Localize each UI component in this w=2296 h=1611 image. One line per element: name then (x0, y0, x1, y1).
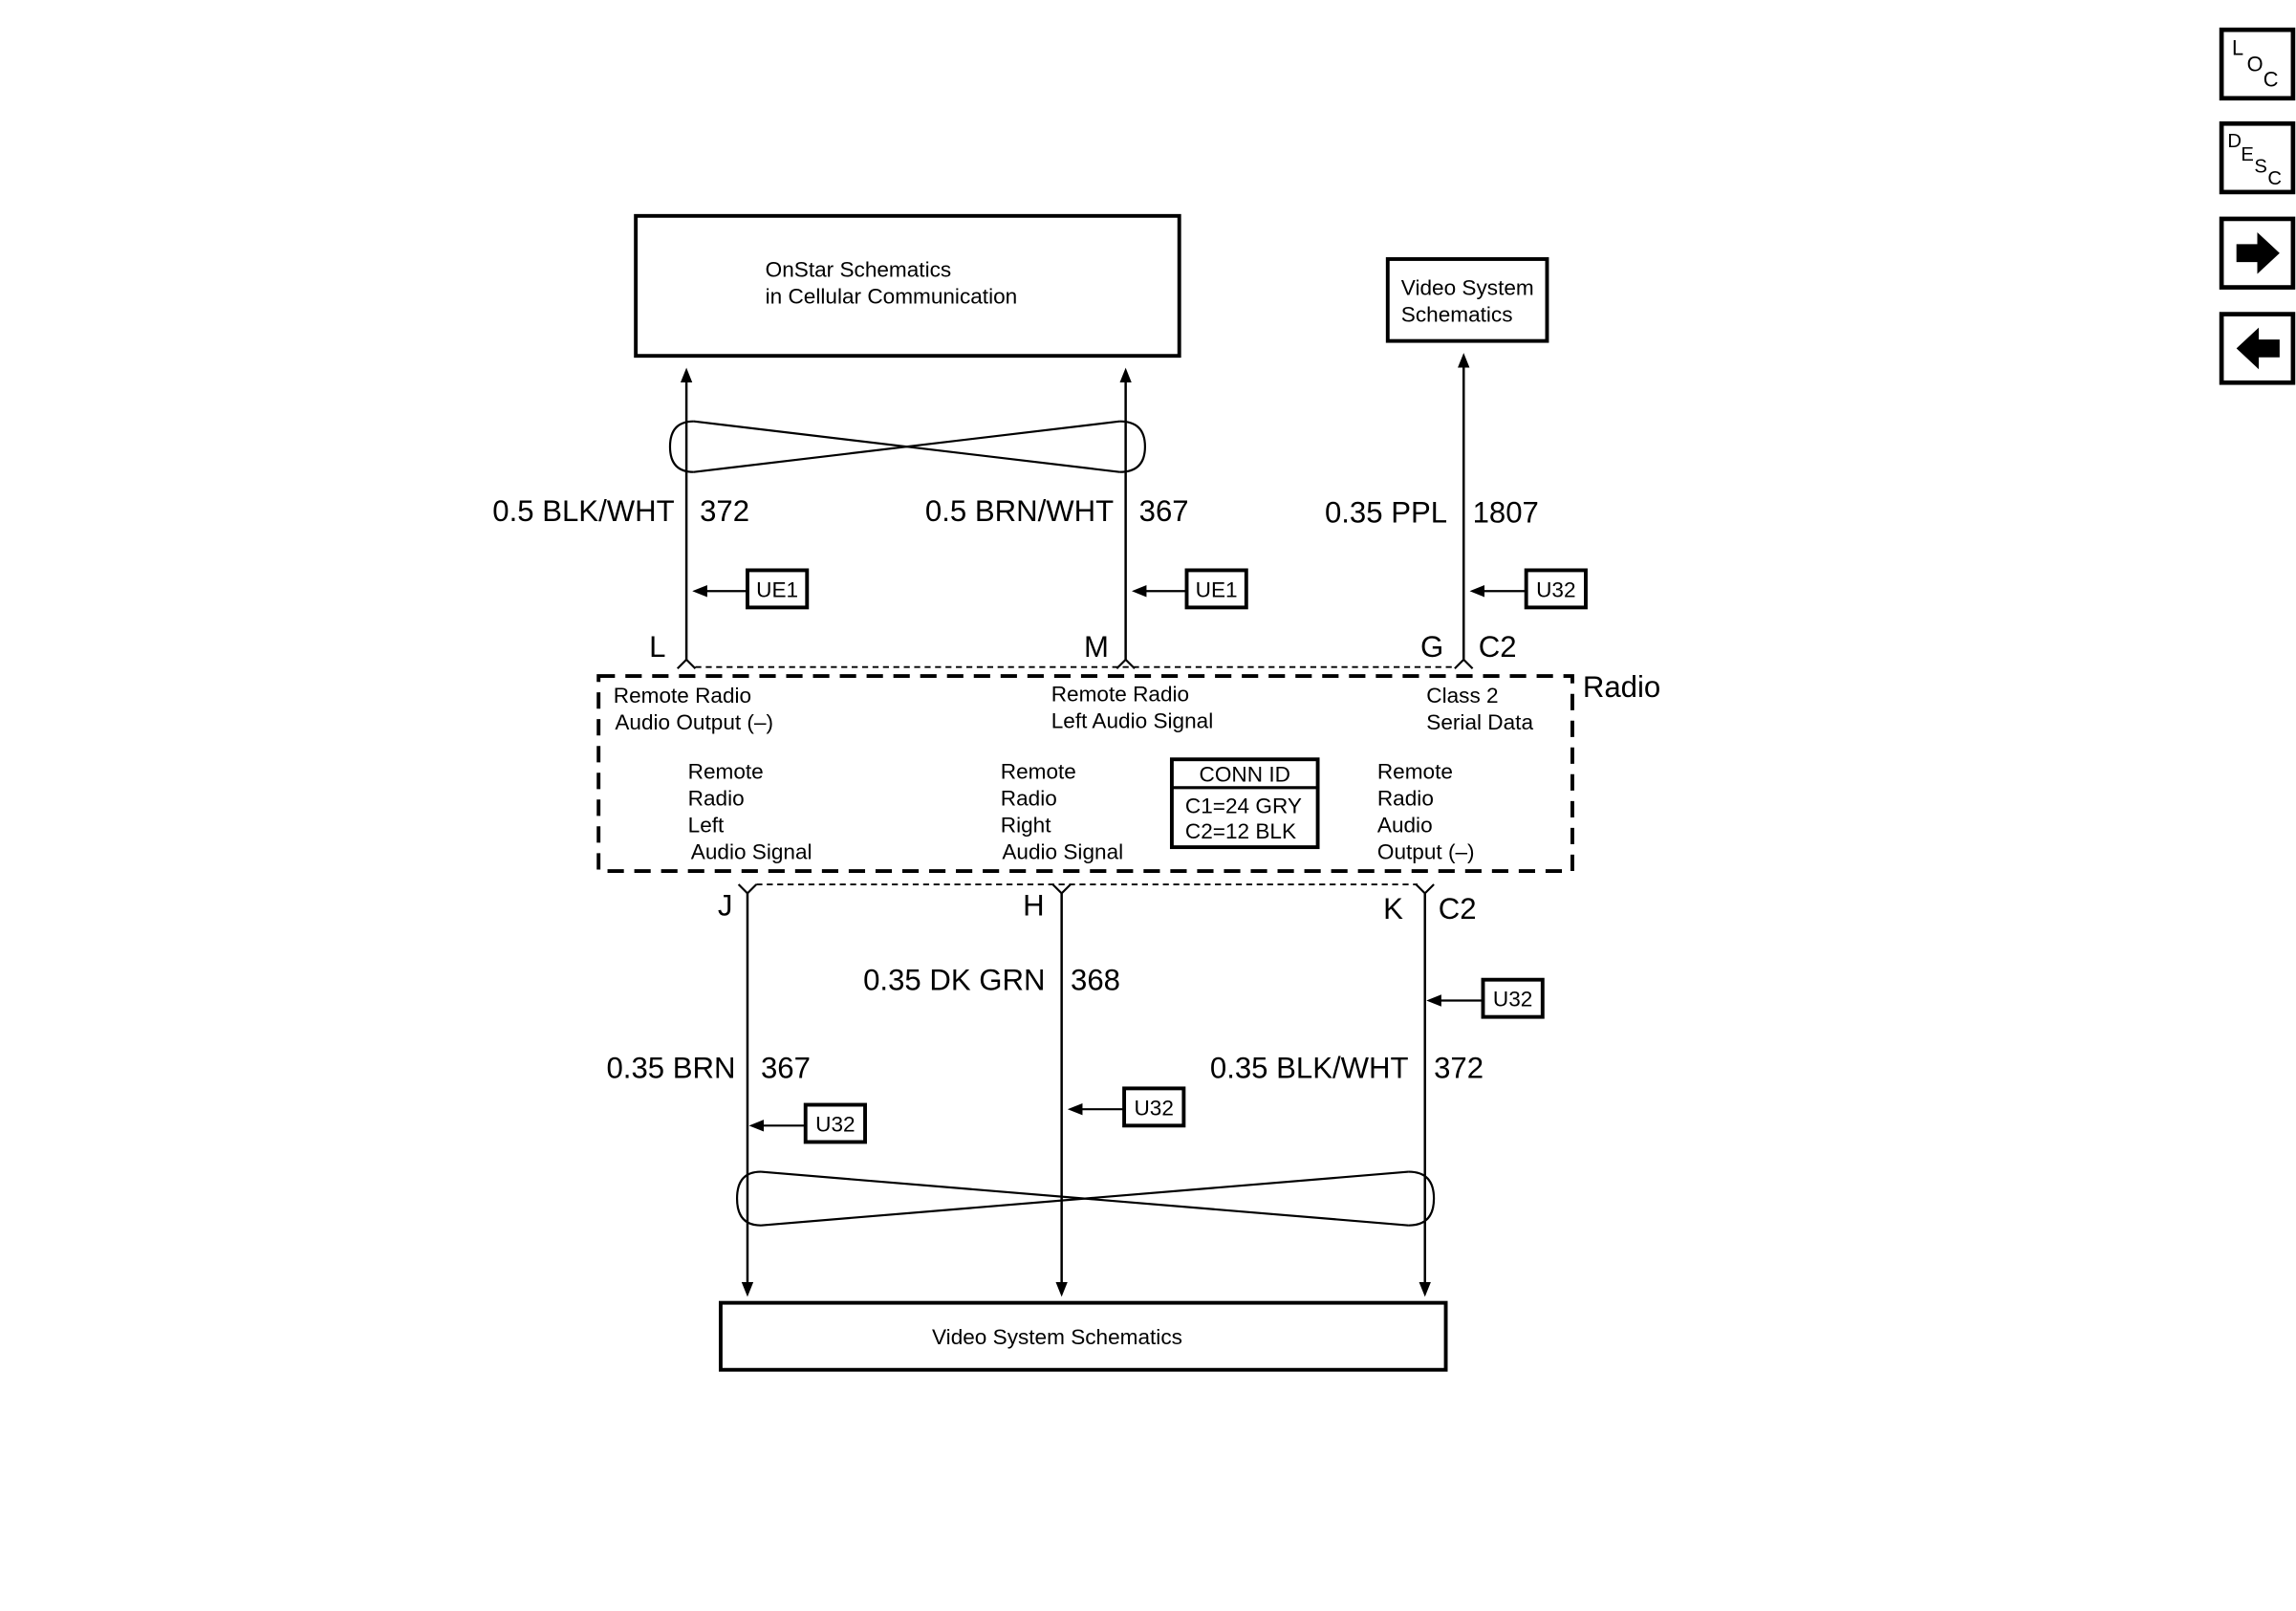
loc-letter-2: O (2247, 53, 2264, 76)
desc-letter-1: D (2227, 131, 2242, 152)
wire-H-color: 0.35 DK GRN (863, 964, 1045, 997)
conn-id-line-1: C1=24 GRY (1185, 794, 1302, 817)
option-tag-label: UE1 (1196, 577, 1238, 601)
option-tag-label: U32 (1536, 577, 1575, 601)
pin-L: L (649, 630, 665, 664)
desc-bottom-right-line-1: Remote (1377, 759, 1453, 783)
desc-top-right-line-1: Class 2 (1426, 684, 1498, 708)
wire-L-circuit: 372 (700, 494, 749, 528)
conn-id-title: CONN ID (1200, 763, 1290, 787)
desc-bottom-mid-line-2: Radio (1001, 787, 1057, 811)
loc-button[interactable]: L O C (2219, 27, 2296, 101)
twisted-pair-upper (668, 420, 1146, 473)
desc-button[interactable]: D E S C (2219, 120, 2296, 195)
wire-M-color: 0.5 BRN/WHT (925, 494, 1114, 528)
video-system-bottom-block: Video System Schematics (718, 1300, 1448, 1372)
desc-top-mid-line-1: Remote Radio (1051, 682, 1189, 706)
desc-letter-4: C (2267, 168, 2282, 189)
loc-letter-3: C (2264, 67, 2279, 91)
connector-C2-lower: C2 (1439, 892, 1477, 925)
wire-K-color: 0.35 BLK/WHT (1210, 1051, 1409, 1084)
radio-module: Radio Remote Radio Audio Output (–) Remo… (596, 665, 1660, 885)
option-tag-lower-J: U32 (748, 1102, 867, 1144)
onstar-line-2: in Cellular Communication (766, 285, 1018, 309)
pin-K: K (1383, 892, 1403, 925)
wire-G-circuit: 1807 (1473, 496, 1539, 530)
desc-bottom-right-line-3: Audio (1377, 814, 1433, 838)
wire-G-color: 0.35 PPL (1325, 496, 1447, 530)
right-arrow-icon (2236, 231, 2280, 274)
video-bottom-label: Video System Schematics (932, 1325, 1182, 1349)
pin-H: H (1023, 889, 1045, 923)
option-tag-label: UE1 (756, 577, 798, 601)
twisted-pair-lower (735, 1170, 1436, 1227)
desc-bottom-mid-line-4: Audio Signal (1002, 840, 1123, 864)
pin-J: J (718, 889, 733, 923)
desc-bottom-mid-line-1: Remote (1001, 759, 1076, 783)
loc-letter-1: L (2232, 36, 2243, 60)
onstar-line-1: OnStar Schematics (766, 258, 952, 282)
desc-letter-2: E (2241, 144, 2254, 165)
desc-bottom-mid-line-3: Right (1001, 814, 1051, 838)
next-button[interactable] (2219, 216, 2296, 290)
upper-pin-terminals (676, 658, 1474, 669)
option-tag-lower-H: U32 (1067, 1086, 1186, 1128)
radio-label: Radio (1583, 670, 1660, 704)
desc-letter-3: S (2254, 157, 2267, 178)
pin-G: G (1420, 630, 1443, 664)
wire-J-color: 0.35 BRN (606, 1051, 735, 1084)
conn-id-line-2: C2=12 BLK (1185, 819, 1296, 843)
lower-pin-terminals (737, 883, 1435, 895)
wire-H-circuit: 368 (1071, 964, 1120, 997)
connector-C2-upper: C2 (1479, 630, 1517, 664)
wire-L-color: 0.5 BLK/WHT (492, 494, 674, 528)
option-tag-upper-M: UE1 (1131, 568, 1248, 610)
desc-bottom-left-line-4: Audio Signal (691, 840, 812, 864)
onstar-schematics-block: OnStar Schematics in Cellular Communicat… (634, 213, 1181, 359)
prev-button[interactable] (2219, 312, 2296, 385)
option-tag-lower-K: U32 (1426, 977, 1545, 1019)
video-top-line-2: Schematics (1401, 302, 1513, 326)
desc-top-left-line-1: Remote Radio (614, 684, 751, 708)
option-tag-label: U32 (1135, 1096, 1174, 1120)
desc-bottom-left-line-2: Radio (688, 787, 745, 811)
desc-bottom-right-line-4: Output (–) (1377, 840, 1475, 864)
wire-J-circuit: 367 (761, 1051, 811, 1084)
wire-M-circuit: 367 (1139, 494, 1189, 528)
desc-bottom-left-line-3: Left (688, 814, 725, 838)
desc-top-right-line-2: Serial Data (1426, 710, 1533, 734)
desc-top-left-line-2: Audio Output (–) (615, 710, 773, 734)
conn-id-box: CONN ID C1=24 GRY C2=12 BLK (1169, 757, 1320, 850)
desc-bottom-left-line-1: Remote (688, 759, 764, 783)
video-top-line-1: Video System (1401, 275, 1534, 299)
option-tag-upper-G: U32 (1469, 568, 1588, 610)
left-arrow-icon (2236, 327, 2280, 370)
option-tag-label: U32 (815, 1113, 855, 1137)
option-tag-upper-L: UE1 (692, 568, 810, 610)
video-system-top-block: Video System Schematics (1385, 257, 1549, 343)
option-tag-label: U32 (1493, 988, 1532, 1012)
desc-top-mid-line-2: Left Audio Signal (1051, 709, 1213, 733)
pin-M: M (1084, 630, 1109, 664)
wire-K-circuit: 372 (1434, 1051, 1484, 1084)
desc-bottom-right-line-2: Radio (1377, 787, 1434, 811)
